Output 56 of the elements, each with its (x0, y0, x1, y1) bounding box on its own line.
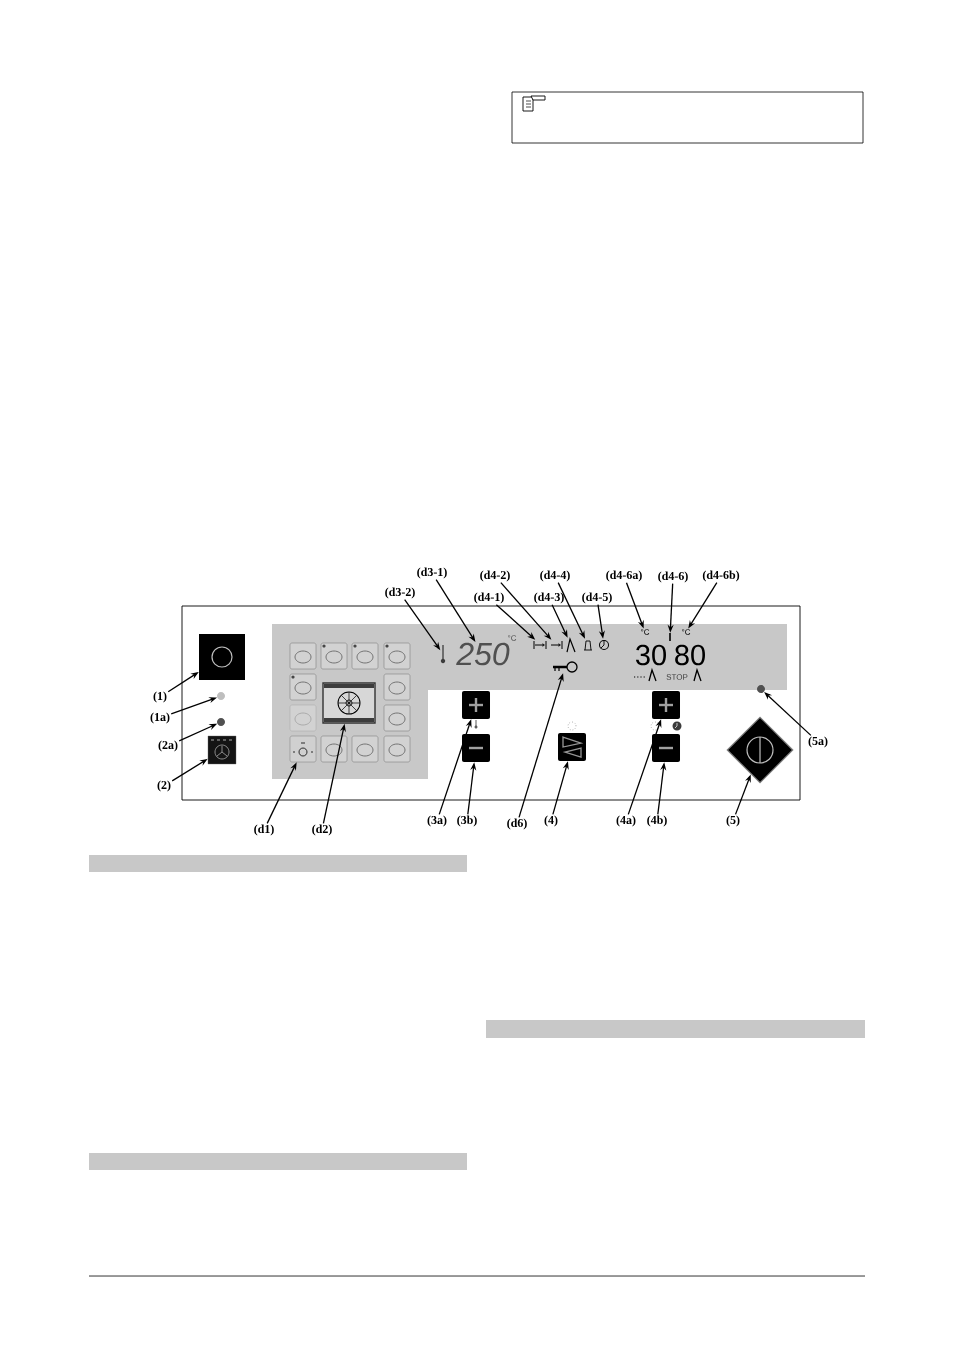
thermometer-icon (440, 644, 446, 664)
unit-symbol: °C (682, 629, 691, 635)
callout-number: (3b) (457, 815, 477, 827)
callout-number: (4a) (616, 815, 636, 827)
callout-number: (d4-6) (658, 571, 688, 583)
temperature-display: 80 (675, 644, 705, 666)
key-icon (553, 661, 578, 673)
plus-button (652, 691, 680, 719)
bell-icon (583, 640, 593, 651)
callout-number: (d4-3) (534, 592, 564, 604)
callout-number: (4) (544, 815, 558, 827)
callout-number: (d4-6b) (702, 570, 740, 582)
power-button (199, 634, 245, 680)
section-bar (89, 1153, 467, 1170)
callout-number: (2) (157, 780, 171, 792)
callout-number: (1a) (150, 712, 170, 724)
callout-number: (d4-6a) (606, 570, 642, 582)
callout-number: (d4-2) (480, 570, 510, 582)
callout-number: (d2) (312, 824, 332, 836)
lamp-icon-tile (289, 735, 317, 763)
indicator-light (757, 685, 765, 693)
mode-button (558, 733, 586, 761)
time-display: 30 (635, 644, 666, 666)
indicator-light (217, 692, 225, 700)
minus-button (462, 734, 490, 762)
callout-number: (d3-2) (385, 587, 415, 599)
fan-icon-tile (322, 682, 376, 724)
stop-label: STOP (666, 674, 688, 680)
callout-number: (2a) (158, 740, 178, 752)
callout-number: (d1) (254, 824, 274, 836)
temperature-display: 250 (456, 642, 510, 666)
callout-number: (d4-5) (582, 592, 612, 604)
plus-button (462, 691, 490, 719)
callout-number: (3a) (427, 815, 447, 827)
callout-number: (d6) (507, 818, 527, 830)
unit-symbol: °C (641, 629, 650, 635)
callout-number: (5a) (808, 736, 828, 748)
clock-icon (599, 640, 609, 650)
leader-line (435, 579, 476, 642)
fan-button (207, 735, 237, 765)
callout-number: (5) (726, 815, 740, 827)
start-stop-button (726, 716, 794, 784)
section-bar (89, 855, 467, 872)
minus-button (652, 734, 680, 762)
probe-icon (566, 636, 576, 653)
separator-mark (669, 633, 671, 641)
callout-number: (4b) (647, 815, 667, 827)
callout-number: (d3-1) (417, 567, 447, 579)
callout-number: (1) (153, 691, 167, 703)
callout-number: (d4-1) (474, 592, 504, 604)
unit-symbol: °C (508, 635, 517, 641)
arrow-icon (533, 640, 547, 650)
callout-number: (d4-4) (540, 570, 570, 582)
section-bar (486, 1020, 865, 1038)
arrow-icon (550, 640, 563, 650)
indicator-light (217, 718, 225, 726)
